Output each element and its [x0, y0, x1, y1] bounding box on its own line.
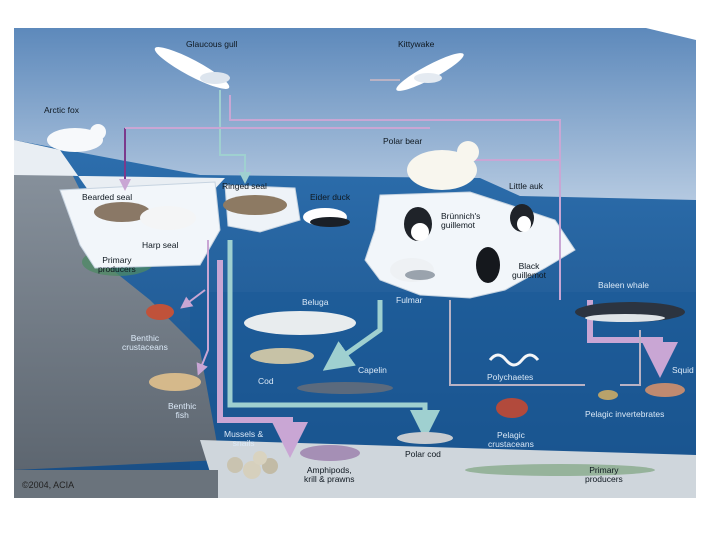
label-primary-producers-deep: Primary producers — [585, 465, 623, 485]
mussels-snails-figure — [227, 451, 278, 479]
label-ringed-seal: Ringed seal — [222, 181, 267, 191]
kittywake-figure — [396, 53, 464, 91]
label-mussels-snails: Mussels & snails — [224, 429, 264, 449]
label-eider-duck: Eider duck — [310, 192, 351, 202]
label-kittywake: Kittywake — [398, 39, 435, 49]
arrow-capelin — [322, 300, 383, 371]
label-baleen-whale: Baleen whale — [598, 280, 650, 290]
glaucous-gull-figure — [154, 47, 230, 89]
bearded-seal-figure — [94, 202, 150, 222]
label-amphipods-krill-prawns: Amphipods, krill & prawns — [304, 465, 355, 485]
label-little-auk: Little auk — [509, 181, 544, 191]
arrow-benthic-fish — [196, 240, 209, 376]
label-benthic-fish: Benthic fish — [168, 401, 197, 421]
label-brunnichs-guillemot: Brünnich's guillemot — [441, 211, 481, 231]
arrow-gull-to-seal — [219, 90, 251, 184]
label-arctic-fox: Arctic fox — [44, 105, 79, 115]
label-fulmar: Fulmar — [396, 295, 423, 305]
label-black-guillemot: Black guillemot — [512, 261, 547, 281]
arrow-squid — [587, 300, 678, 378]
arrow-baleen-pelagic — [620, 330, 641, 386]
label-capelin: Capelin — [358, 365, 387, 375]
polychaete-figure — [488, 353, 540, 367]
label-pelagic-crustaceans: Pelagic crustaceans — [488, 430, 534, 450]
arrow-amphipods — [217, 260, 308, 458]
fulmar-figure — [390, 258, 435, 282]
cod-figure — [250, 348, 314, 364]
deep-water-front — [190, 292, 696, 470]
label-pelagic-invertebrates: Pelagic invertebrates — [585, 409, 665, 419]
food-web-arrows — [119, 79, 678, 458]
label-polar-cod: Polar cod — [405, 449, 441, 459]
label-harp-seal: Harp seal — [142, 240, 179, 250]
benthic-fish-figure — [149, 373, 201, 391]
label-benthic-crustaceans: Benthic crustaceans — [122, 333, 168, 353]
copyright-notice: ©2004, ACIA — [22, 480, 75, 490]
little-auk-figure — [510, 204, 534, 232]
benthic-crustacean-figure — [146, 304, 174, 320]
black-guillemot-figure — [476, 247, 500, 283]
label-polychaetes: Polychaetes — [487, 372, 534, 382]
label-glaucous-gull: Glaucous gull — [186, 39, 238, 49]
label-beluga: Beluga — [302, 297, 329, 307]
polar-bear-figure — [407, 141, 479, 190]
ringed-seal-figure — [223, 195, 287, 215]
arrow-benthic-crustaceans — [180, 289, 206, 309]
squid-figure — [645, 383, 685, 397]
baleen-whale-figure — [575, 302, 685, 322]
brunnichs-guillemot-figure — [404, 207, 432, 241]
primary-producers-deep-patch — [465, 464, 655, 476]
ice-floe-left — [59, 181, 221, 269]
pelagic-crustacean-figure — [496, 398, 528, 418]
beluga-figure — [244, 311, 356, 335]
polar-cod-figure — [397, 432, 453, 444]
capelin-figure — [297, 382, 393, 394]
shelf-floor-ridge — [14, 470, 218, 498]
label-bearded-seal: Bearded seal — [82, 192, 133, 202]
arctic-fox-figure — [47, 124, 106, 152]
amphipod-figure — [300, 445, 360, 461]
eider-duck-figure — [303, 208, 350, 227]
arrow-polar-cod — [227, 240, 440, 440]
label-primary-producers-shelf: Primary producers — [98, 255, 136, 275]
pelagic-invertebrate-figure — [598, 390, 618, 400]
harp-seal-figure — [140, 206, 196, 230]
arrow-pelagic-invert — [449, 300, 585, 386]
label-cod: Cod — [258, 376, 274, 386]
label-polar-bear: Polar bear — [383, 136, 423, 146]
label-squid: Squid — [672, 365, 694, 375]
